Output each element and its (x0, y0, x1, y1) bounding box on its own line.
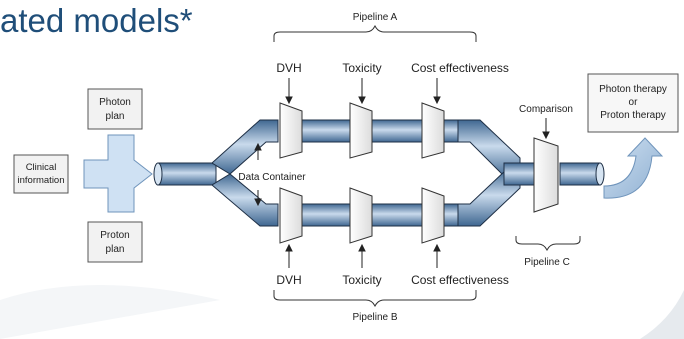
clinical-info-line2: information (18, 175, 65, 186)
decor-corner (640, 290, 684, 339)
input-cross (83, 134, 153, 213)
brace-pipeline-b (273, 290, 477, 308)
stage-toxicity-b-label: Toxicity (342, 273, 381, 287)
output-line1: Photon therapy (599, 84, 667, 95)
slide-title: ated models* (0, 2, 193, 39)
pipeline-c-label: Pipeline C (524, 257, 570, 268)
clinical-information-box: Clinical information (13, 154, 69, 194)
stage-toxicity-a-label: Toxicity (342, 61, 381, 75)
filter-cost-a (421, 102, 445, 159)
pipe-network (153, 119, 605, 227)
proton-plan-box: Proton plan (87, 221, 143, 263)
brace-pipeline-c (515, 236, 581, 252)
clinical-info-line1: Clinical (26, 162, 57, 173)
data-container-label: Data Container (238, 172, 306, 183)
decor-swoosh (0, 285, 220, 339)
filter-dvh-b (279, 187, 303, 244)
output-line3: Proton therapy (600, 110, 666, 121)
stage-cost-b-label: Cost effectiveness (411, 273, 509, 287)
stage-cost-a-label: Cost effectiveness (411, 61, 509, 75)
output-box: Photon therapy or Proton therapy (587, 73, 679, 133)
pipeline-a-label: Pipeline A (353, 12, 398, 23)
output-curved-arrow (603, 137, 664, 199)
pipeline-b-label: Pipeline B (352, 312, 397, 323)
proton-plan-line2: plan (106, 244, 125, 255)
filter-comparison (533, 137, 559, 213)
stage-dvh-b-label: DVH (276, 273, 301, 287)
pipeline-b-stages (279, 187, 445, 244)
stage-arrows (254, 78, 550, 268)
filter-toxicity-a (349, 102, 373, 159)
filter-dvh-a (279, 102, 303, 159)
proton-plan-line1: Proton (100, 230, 129, 241)
pipeline-a-stages (279, 102, 445, 159)
filter-toxicity-b (349, 187, 373, 244)
photon-plan-box: Photon plan (87, 88, 143, 130)
stage-dvh-a-label: DVH (276, 61, 301, 75)
photon-plan-line2: plan (106, 111, 125, 122)
filter-cost-b (421, 187, 445, 244)
stage-comparison-label: Comparison (519, 104, 573, 115)
output-line2: or (629, 97, 639, 108)
brace-pipeline-a (273, 24, 477, 42)
photon-plan-line1: Photon (99, 97, 131, 108)
